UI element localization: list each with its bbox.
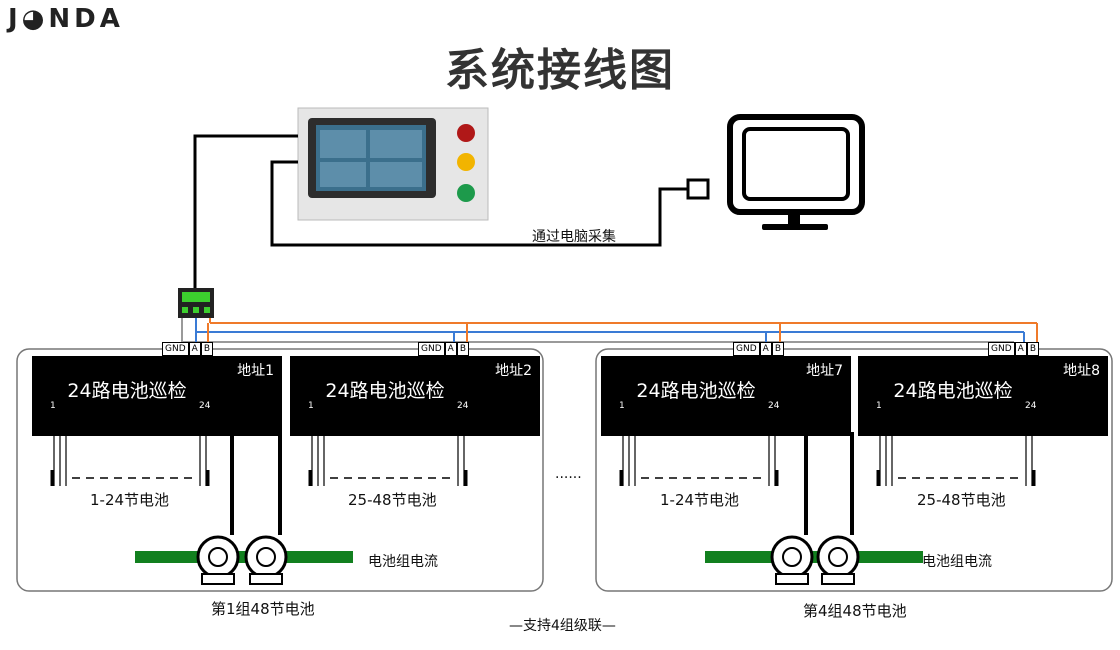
range-start: 1 [308,401,314,411]
current-sensor-base [201,573,235,585]
battery-group-frame-1 [16,348,544,592]
current-label-4: 电池组电流 [922,554,992,570]
current-sensor-base [249,573,283,585]
module-name: 24路电池巡检 [67,380,187,402]
module-address: 地址7 [806,363,843,379]
cell-range-label-8: 25-48节电池 [917,491,1006,509]
group-4-label: 第4组48节电池 [803,602,907,620]
group-1-label: 第1组48节电池 [211,600,315,618]
run-button-icon [457,184,475,202]
usb-connector-icon [686,178,710,200]
current-sensor-base [775,573,809,585]
range-end: 24 [457,401,469,411]
hmi-panel [297,107,489,221]
stop-button-icon [457,124,475,142]
converter-module-icon [178,288,214,318]
module-address: 地址1 [237,363,274,379]
rs485-bus [171,318,1038,356]
current-sensor-core [828,547,848,567]
ellipsis: ...... [555,466,582,482]
cell-range-label-7: 1-24节电池 [660,491,740,509]
range-start: 1 [619,401,625,411]
page-title: 系统接线图 [445,45,675,96]
cell-range-label-1: 1-24节电池 [90,491,170,509]
current-sensor-core [256,547,276,567]
warning-lamp-icon [457,153,475,171]
module-name: 24路电池巡检 [636,380,756,402]
brand-logo: J◕NDA [8,4,124,34]
cascade-label: —支持4组级联— [509,618,616,634]
current-sensor-core [782,547,802,567]
cell-range-label-2: 25-48节电池 [348,491,437,509]
battery-group-frame-4 [595,348,1113,592]
range-end: 24 [1025,401,1037,411]
current-sensor-base [821,573,855,585]
pc-collection-label: 通过电脑采集 [532,229,616,245]
range-start: 1 [876,401,882,411]
monitor-icon [727,114,865,230]
busbar [135,551,353,563]
current-label-1: 电池组电流 [368,554,438,570]
range-end: 24 [199,401,211,411]
module-name: 24路电池巡检 [325,380,445,402]
range-end: 24 [768,401,780,411]
module-address: 地址2 [495,363,532,379]
module-address: 地址8 [1063,363,1100,379]
module-name: 24路电池巡检 [893,380,1013,402]
busbar [705,551,923,563]
current-sensor-core [208,547,228,567]
range-start: 1 [50,401,56,411]
